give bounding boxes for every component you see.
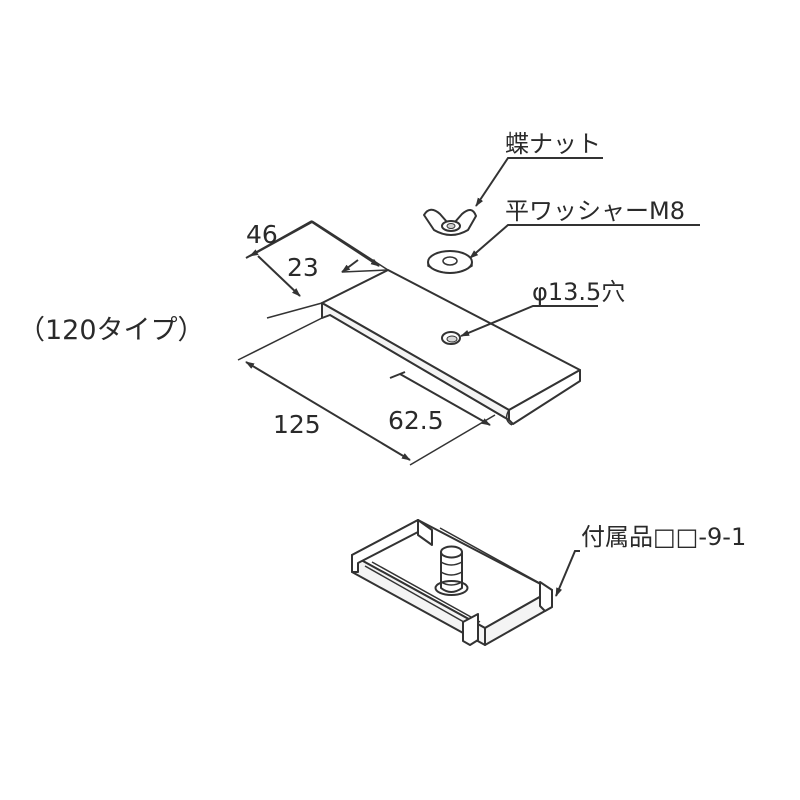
dim-length bbox=[237, 317, 496, 466]
washer bbox=[427, 250, 473, 274]
leader-wing-nut bbox=[475, 157, 603, 207]
dim-label-46: 46 bbox=[246, 220, 278, 249]
dim-label-23: 23 bbox=[287, 253, 319, 282]
dim-label-125: 125 bbox=[273, 410, 321, 439]
label-wing-nut: 蝶ナット bbox=[505, 130, 601, 158]
leader-washer bbox=[469, 224, 700, 259]
label-hole: φ13.5穴 bbox=[532, 278, 625, 306]
mounting-plate bbox=[321, 269, 581, 426]
bolt bbox=[434, 545, 469, 596]
plate-right-edge bbox=[508, 369, 581, 425]
leader-hole bbox=[460, 305, 598, 337]
label-accessory: 付属品□□-9-1 bbox=[581, 523, 746, 551]
wing-nut bbox=[423, 208, 477, 236]
dim-width bbox=[245, 220, 389, 319]
leader-accessory bbox=[555, 550, 580, 597]
plate-groove bbox=[329, 314, 506, 419]
plate-curl bbox=[505, 409, 513, 426]
label-washer: 平ワッシャーM8 bbox=[505, 197, 685, 225]
label-type: （120タイプ） bbox=[18, 315, 205, 346]
dim-label-62-5: 62.5 bbox=[388, 406, 444, 435]
accessory-bracket bbox=[351, 519, 553, 646]
